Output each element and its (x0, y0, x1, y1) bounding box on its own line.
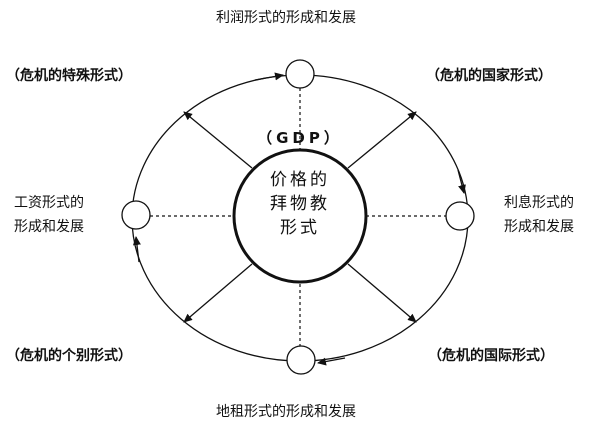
cycle-arrow-bottom-right (317, 357, 346, 366)
crisis-label-top-right: （危机的国家形式） (426, 68, 552, 84)
node-label-left-line-2: 形成和发展 (14, 219, 84, 235)
crisis-label-top-left: （危机的特殊形式） (6, 68, 132, 84)
gdp-label: （GDP） (257, 129, 343, 147)
node-label-bottom: 地租形式的形成和发展 (216, 404, 356, 420)
cycle-arrow-top-left (254, 72, 284, 81)
node-circle-right (445, 201, 475, 231)
node-label-right-line-1: 利息形式的 (504, 195, 574, 211)
node-circle-bottom (286, 345, 316, 375)
node-label-top: 利润形式的形成和发展 (216, 10, 356, 26)
node-circle-top (285, 59, 315, 89)
node-label-left-line-1: 工资形式的 (14, 195, 84, 211)
node-label-right-line-2: 形成和发展 (504, 219, 574, 235)
crisis-label-bottom-left: （危机的个别形式） (6, 348, 132, 364)
crisis-label-bottom-right: （危机的国际形式） (428, 348, 554, 364)
center-label-line-2: 拜物教 (270, 194, 330, 214)
cycle-arrow-top-right (457, 169, 466, 194)
radial-arrow-top-right (347, 111, 417, 169)
center-label: 价格的 拜物教 形式 (240, 168, 360, 240)
center-circle (232, 148, 368, 284)
cycle-arrow-bottom-left (132, 236, 141, 263)
center-label-line-3: 形式 (280, 218, 320, 238)
radial-arrow-top-left (183, 111, 253, 169)
radial-arrow-bottom-left (183, 263, 253, 323)
radial-arrow-bottom-right (347, 263, 417, 323)
center-label-line-1: 价格的 (270, 170, 330, 190)
node-circle-left (121, 200, 151, 230)
